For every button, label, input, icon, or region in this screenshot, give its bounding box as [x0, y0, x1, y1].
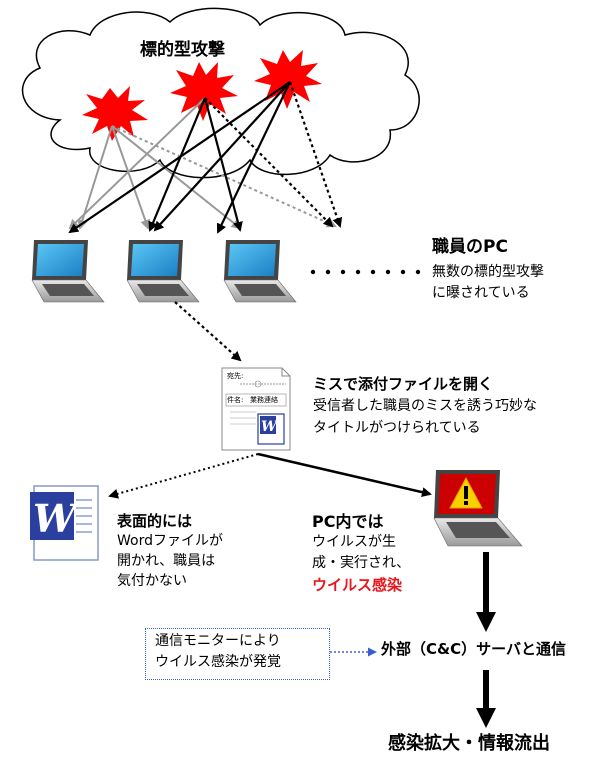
cloud-title: 標的型攻撃: [140, 40, 225, 60]
pc-caption-line2: に曝されている: [432, 285, 530, 301]
pc-inside-line3: 成・実行され、: [312, 555, 411, 571]
laptop-icon: [31, 240, 105, 303]
svg-text:W: W: [261, 419, 278, 435]
flow-arrow-to-word: [108, 453, 259, 499]
pc-inside-line2: ウイルスが生: [312, 534, 396, 550]
attack-arrows-gray: [68, 97, 242, 230]
mail-to-field: 宛先:: [227, 372, 244, 380]
mail-caption-line1: 受信者した職員のミスを誘う巧妙な: [313, 398, 537, 414]
pc-inside-line1: PC内では: [312, 512, 384, 531]
final-outcome: 感染拡大・情報流出: [388, 733, 550, 754]
word-icon: W: [257, 413, 285, 445]
svg-text:W: W: [33, 496, 79, 541]
word-caption-line3: 開かれ、職員は: [117, 553, 216, 569]
word-icon: W: [30, 485, 99, 561]
mail-heading: ミスで添付ファイルを開く: [313, 375, 494, 393]
flow-arrow-to-infected-pc: [257, 452, 432, 498]
warning-icon: [449, 476, 483, 509]
laptop-icon: [433, 470, 523, 547]
word-caption-line2: Wordファイルが: [117, 533, 223, 549]
flow-arrow-to-mail: [174, 301, 242, 362]
explosion-icon: [170, 62, 238, 121]
pc-caption-line1: 無数の標的型攻撃: [432, 264, 544, 280]
laptop-icon: [223, 240, 297, 303]
virus-infection-label: ウイルス感染: [312, 576, 403, 594]
explosion-icon: [82, 86, 148, 141]
attack-arrows-black: [68, 81, 291, 234]
mail-caption-line2: タイトルがつけられている: [313, 420, 481, 436]
monitor-line1: 通信モニターにより: [155, 633, 281, 649]
cc-server-label: 外部（C&C）サーバと通信: [381, 640, 566, 658]
mail-subject-value: 業務連絡: [250, 396, 278, 404]
attack-arrows-gray-dotted: [111, 125, 337, 228]
laptop-icon: [126, 240, 200, 303]
word-caption-line4: 気付かない: [117, 573, 187, 589]
more-pcs-dots: [310, 269, 421, 275]
word-caption-line1: 表面的には: [117, 512, 193, 530]
pc-label: 職員のPC: [432, 237, 508, 257]
monitor-box: [145, 628, 330, 680]
attack-arrows-black-dotted: [204, 81, 343, 228]
monitor-line2: ウイルス感染が発覚: [155, 654, 281, 670]
mail-subject-field: 件名:: [227, 396, 244, 404]
